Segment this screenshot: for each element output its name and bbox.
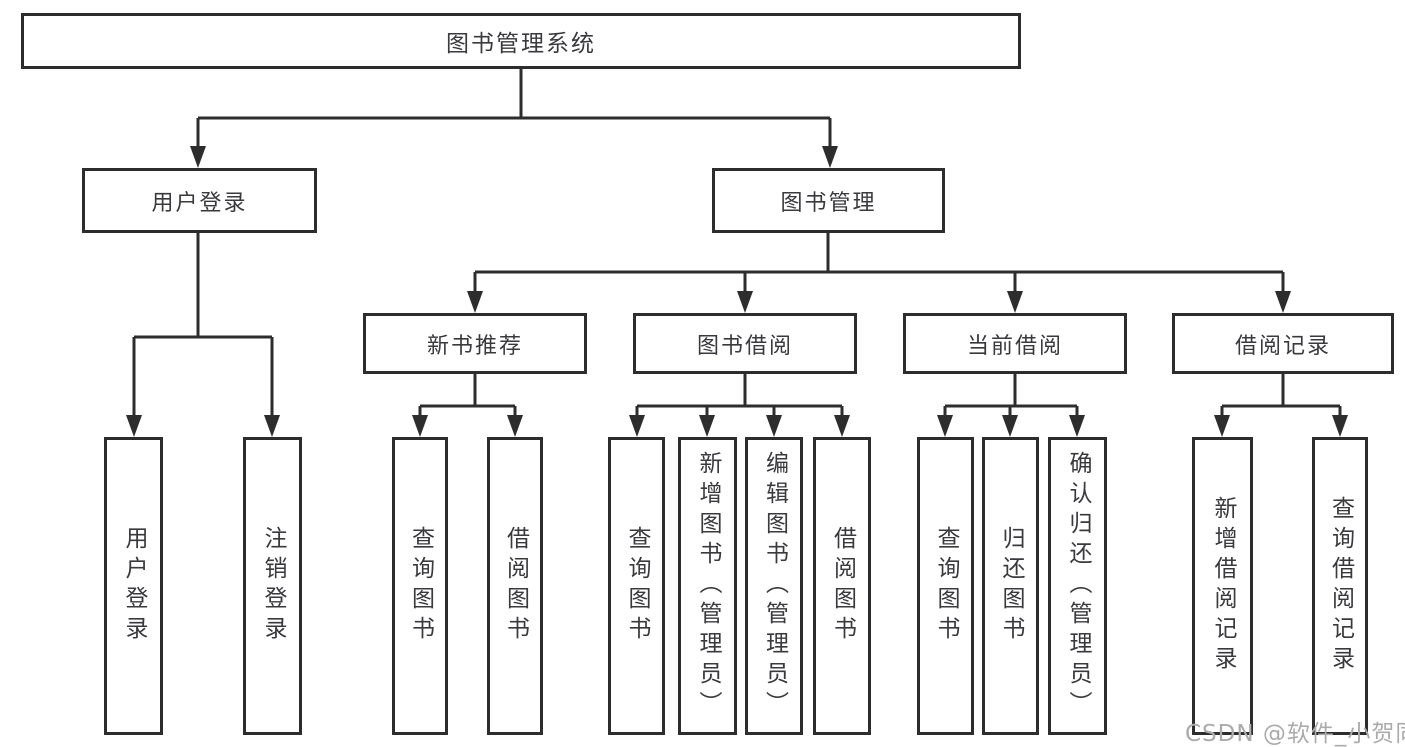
node-new-book-recommend: 新书推荐: [363, 313, 587, 374]
leaf-cb-return-books: 归还图书: [982, 437, 1039, 735]
leaf-bb-query-books-label: 查询图书: [624, 526, 650, 646]
node-user-login-label: 用户登录: [151, 190, 248, 216]
leaf-user-login-label: 用户登录: [121, 526, 147, 646]
leaf-bb-edit-books-admin-label: 编辑图书（管理员）: [761, 451, 788, 721]
node-root: 图书管理系统: [21, 13, 1021, 69]
leaf-logout: 注销登录: [243, 437, 302, 735]
leaf-br-query-record: 查询借阅记录: [1312, 437, 1368, 735]
leaf-br-query-record-label: 查询借阅记录: [1327, 496, 1354, 676]
leaf-user-login: 用户登录: [104, 437, 163, 735]
leaf-bb-query-books: 查询图书: [608, 437, 665, 735]
node-borrow-records-label: 借阅记录: [1234, 333, 1331, 359]
leaf-cb-query-books: 查询图书: [917, 437, 974, 735]
node-root-label: 图书管理系统: [446, 31, 596, 57]
leaf-cb-confirm-return-admin-label: 确认归还（管理员）: [1065, 451, 1091, 721]
leaf-nb-borrow-books-label: 借阅图书: [502, 526, 529, 646]
node-book-borrow: 图书借阅: [633, 313, 857, 374]
leaf-nb-query-books: 查询图书: [392, 437, 448, 735]
leaf-br-add-record: 新增借阅记录: [1192, 437, 1253, 735]
leaf-nb-borrow-books: 借阅图书: [487, 437, 543, 735]
leaf-bb-add-books-admin-label: 新增图书（管理员）: [695, 451, 721, 721]
node-new-book-recommend-label: 新书推荐: [426, 333, 523, 359]
leaf-cb-confirm-return-admin: 确认归还（管理员）: [1048, 437, 1107, 735]
leaf-cb-return-books-label: 归还图书: [998, 526, 1024, 646]
leaf-bb-borrow-books-label: 借阅图书: [829, 526, 856, 646]
leaf-br-add-record-label: 新增借阅记录: [1210, 496, 1236, 676]
node-current-borrow: 当前借阅: [903, 313, 1127, 374]
leaf-bb-edit-books-admin: 编辑图书（管理员）: [745, 437, 803, 735]
node-current-borrow-label: 当前借阅: [966, 333, 1063, 359]
watermark: CSDN @软件_小贺同学: [1185, 721, 1405, 747]
node-book-management: 图书管理: [712, 168, 945, 233]
leaf-nb-query-books-label: 查询图书: [407, 526, 434, 646]
leaf-bb-borrow-books: 借阅图书: [813, 437, 871, 735]
node-book-management-label: 图书管理: [780, 190, 877, 216]
node-borrow-records: 借阅记录: [1172, 313, 1394, 374]
leaf-cb-query-books-label: 查询图书: [933, 526, 959, 646]
leaf-bb-add-books-admin: 新增图书（管理员）: [678, 437, 737, 735]
node-book-borrow-label: 图书借阅: [696, 333, 793, 359]
leaf-logout-label: 注销登录: [260, 526, 286, 646]
node-user-login: 用户登录: [82, 168, 317, 233]
